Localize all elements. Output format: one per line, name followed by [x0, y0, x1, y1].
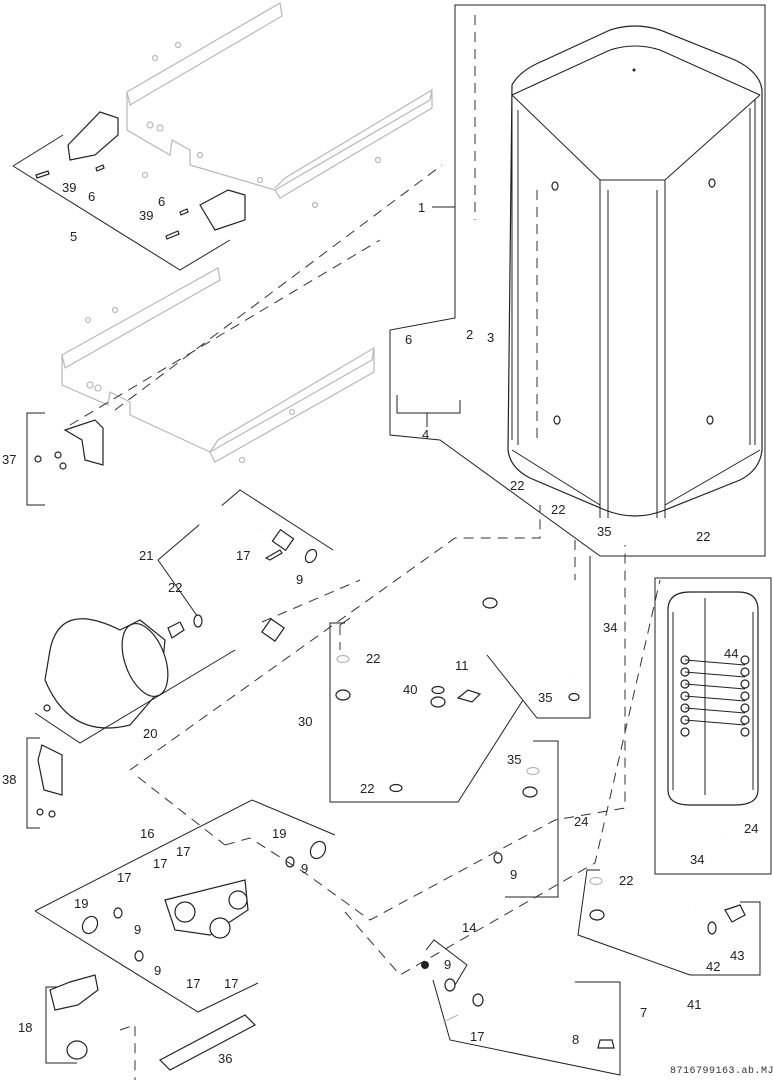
- callout-9: 9: [134, 922, 141, 937]
- callout-30: 30: [298, 714, 312, 729]
- callout-6: 6: [88, 189, 95, 204]
- callout-labels: 1 2 3 4 5 6 6 6 7 8 9 9 9 9 9 9 11 14 16…: [2, 180, 758, 1066]
- callout-17: 17: [186, 976, 200, 991]
- callout-24: 24: [574, 814, 588, 829]
- callout-22: 22: [696, 529, 710, 544]
- callout-36: 36: [218, 1051, 232, 1066]
- callout-22: 22: [168, 580, 182, 595]
- callout-5: 5: [70, 229, 77, 244]
- callout-17: 17: [153, 856, 167, 871]
- callout-39: 39: [62, 180, 76, 195]
- callout-17: 17: [236, 548, 250, 563]
- callout-39: 39: [139, 208, 153, 223]
- callout-34: 34: [603, 620, 617, 635]
- callout-20: 20: [143, 726, 157, 741]
- callout-9: 9: [444, 957, 451, 972]
- callout-22: 22: [366, 651, 380, 666]
- callout-22: 22: [510, 478, 524, 493]
- callout-16: 16: [140, 826, 154, 841]
- callout-9: 9: [154, 963, 161, 978]
- callout-22: 22: [360, 781, 374, 796]
- callout-24: 24: [744, 821, 758, 836]
- callout-22: 22: [619, 873, 633, 888]
- callout-9: 9: [296, 572, 303, 587]
- upper-mounting-frame: [126, 2, 433, 209]
- cylinder-casing: [507, 25, 763, 518]
- heating-coil: [680, 655, 750, 737]
- callout-11: 11: [455, 658, 469, 673]
- callout-9: 9: [510, 867, 517, 882]
- callout-2: 2: [466, 327, 473, 342]
- callout-19: 19: [74, 896, 88, 911]
- callout-1: 1: [418, 200, 425, 215]
- callout-41: 41: [687, 997, 701, 1012]
- callout-8: 8: [572, 1032, 579, 1047]
- callout-17: 17: [470, 1029, 484, 1044]
- drawing-code: 8716799163.ab.MJ: [670, 1065, 773, 1077]
- callout-35: 35: [507, 752, 521, 767]
- callout-7: 7: [640, 1005, 647, 1020]
- callout-18: 18: [18, 1020, 32, 1035]
- callout-14: 14: [462, 920, 476, 935]
- callout-40: 40: [403, 682, 417, 697]
- callout-34: 34: [690, 852, 704, 867]
- expansion-vessel: [43, 614, 203, 729]
- callout-21: 21: [139, 548, 153, 563]
- callout-3: 3: [487, 330, 494, 345]
- callout-17: 17: [224, 976, 238, 991]
- cylinder-cutaway: [654, 577, 772, 875]
- callout-38: 38: [2, 772, 16, 787]
- callout-35: 35: [597, 524, 611, 539]
- callout-17: 17: [117, 870, 131, 885]
- callout-6: 6: [158, 194, 165, 209]
- callout-4: 4: [422, 427, 429, 442]
- callout-9: 9: [301, 861, 308, 876]
- callout-22: 22: [551, 502, 565, 517]
- callout-37: 37: [2, 452, 16, 467]
- callout-42: 42: [706, 959, 720, 974]
- callout-35: 35: [538, 690, 552, 705]
- callout-19: 19: [272, 826, 286, 841]
- callout-6: 6: [405, 332, 412, 347]
- callout-44: 44: [724, 646, 738, 661]
- callout-43: 43: [730, 948, 744, 963]
- lower-mounting-frame: [61, 267, 375, 464]
- callout-17: 17: [176, 844, 190, 859]
